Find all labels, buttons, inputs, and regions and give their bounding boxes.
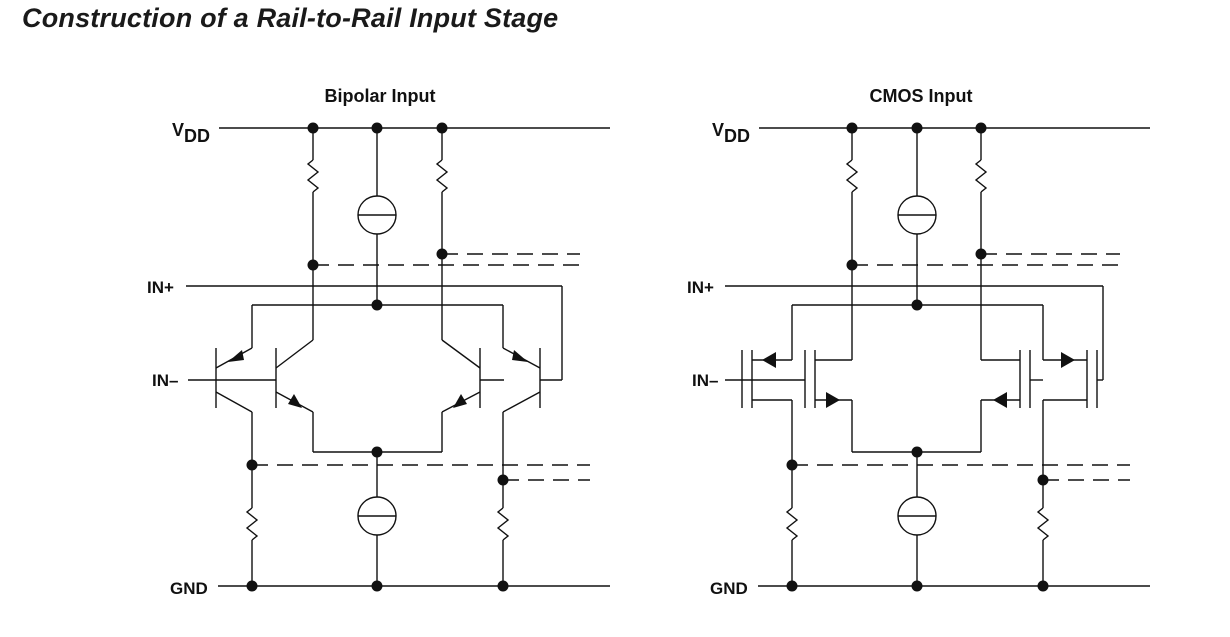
cmos-title: CMOS Input bbox=[870, 86, 973, 106]
bipolar-title: Bipolar Input bbox=[325, 86, 436, 106]
bipolar-in-minus-label: IN– bbox=[152, 371, 178, 390]
cmos-in-minus-label: IN– bbox=[692, 371, 718, 390]
cmos-resistor-bottom-right bbox=[1037, 507, 1049, 541]
bipolar-gnd-label: GND bbox=[170, 579, 208, 598]
bipolar-input-diagram: Bipolar Input VDD IN+ IN– GND bbox=[147, 86, 610, 598]
bipolar-in-plus-label: IN+ bbox=[147, 278, 174, 297]
cmos-resistor-bottom-left bbox=[786, 507, 798, 541]
bipolar-resistor-bottom-left bbox=[246, 507, 258, 541]
bipolar-resistor-top-right bbox=[436, 159, 448, 193]
cmos-resistor-top-right bbox=[975, 159, 987, 193]
cmos-resistor-top-left bbox=[846, 159, 858, 193]
cmos-input-diagram: CMOS Input VDD IN+ IN– GND bbox=[687, 86, 1150, 598]
cmos-gnd-label: GND bbox=[710, 579, 748, 598]
cmos-in-plus-label: IN+ bbox=[687, 278, 714, 297]
cmos-vdd-label: VDD bbox=[712, 120, 750, 146]
bipolar-resistor-bottom-right bbox=[497, 507, 509, 541]
bipolar-resistor-top-left bbox=[307, 159, 319, 193]
page-title: Construction of a Rail-to-Rail Input Sta… bbox=[22, 3, 559, 33]
bipolar-vdd-label: VDD bbox=[172, 120, 210, 146]
